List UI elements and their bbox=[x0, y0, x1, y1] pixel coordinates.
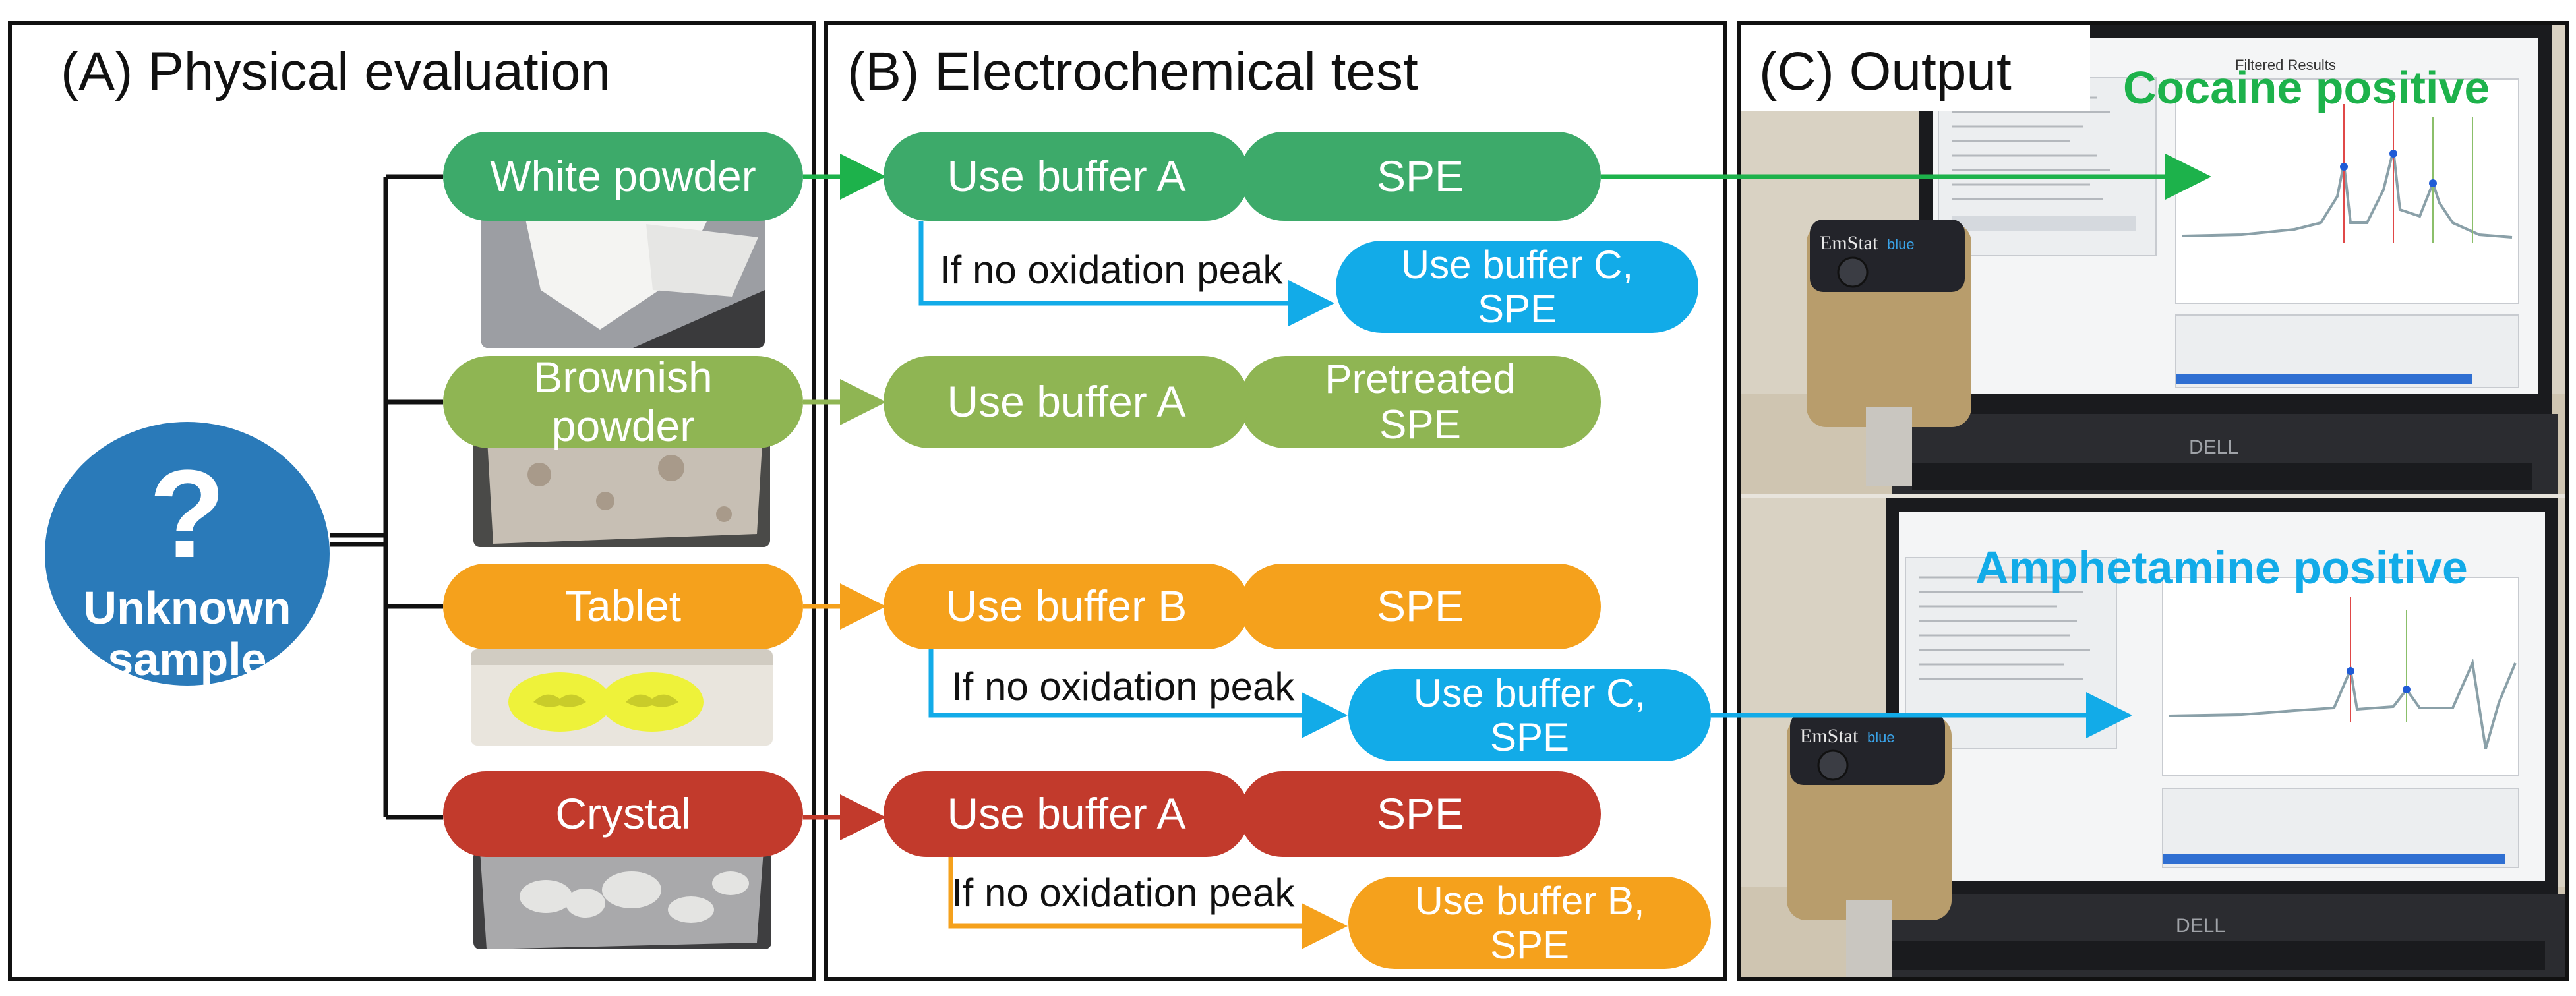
fallback-elbow-4 bbox=[948, 857, 1348, 949]
yellow-tablets-photo bbox=[471, 649, 773, 746]
unknown-sample-node: ? Unknown sample bbox=[45, 422, 330, 686]
electrode-spe-row1: SPE bbox=[1240, 132, 1601, 221]
condition-no-peak-row4: If no oxidation peak bbox=[951, 871, 1295, 915]
panel-c-title-backdrop bbox=[1741, 25, 2090, 111]
device-brand-bottom: EmStat bbox=[1800, 725, 1859, 747]
panel-b-title: (B) Electrochemical test bbox=[847, 42, 1418, 102]
condition-no-peak-row1: If no oxidation peak bbox=[940, 248, 1283, 292]
fallback-elbow-3 bbox=[928, 649, 1348, 738]
question-mark-icon: ? bbox=[148, 444, 226, 584]
svg-text:blue: blue bbox=[1867, 729, 1895, 746]
laptop-emstat-photo-bottom: DELL EmStat blue bbox=[1741, 498, 2565, 977]
fallback-elbow-1 bbox=[918, 221, 1334, 326]
result-label-cocaine: Cocaine positive bbox=[2123, 62, 2490, 113]
panel-a-title: (A) Physical evaluation bbox=[61, 42, 611, 102]
result-label-amphetamine: Amphetamine positive bbox=[1975, 542, 2468, 593]
emstat-device-bottom: EmStat blue bbox=[1787, 713, 1952, 977]
panel-c-title: (C) Output bbox=[1759, 42, 2012, 102]
crystal-photo bbox=[473, 850, 771, 949]
fallback-buffer-c-row3: Use buffer C, SPE bbox=[1348, 669, 1711, 761]
fallback-buffer-c-row1: Use buffer C, SPE bbox=[1336, 241, 1698, 333]
electrode-spe-row3: SPE bbox=[1240, 564, 1601, 649]
laptop-brand-top: DELL bbox=[2189, 436, 2238, 458]
buffer-a-row4: Use buffer A bbox=[884, 771, 1249, 857]
laptop-emstat-photo-top: Filtered Results DELL EmStat blue bbox=[1741, 25, 2565, 494]
unknown-sample-line2: sample bbox=[107, 633, 267, 685]
white-powder-photo bbox=[481, 198, 765, 348]
buffer-a-row2: Use buffer A bbox=[884, 356, 1249, 448]
svg-text:blue: blue bbox=[1887, 236, 1915, 252]
device-brand-top: EmStat bbox=[1820, 232, 1878, 254]
emstat-device-top: EmStat blue bbox=[1807, 220, 1971, 486]
sample-brownish-powder: Brownish powder bbox=[443, 353, 803, 450]
electrode-spe-row4: SPE bbox=[1240, 771, 1601, 857]
unknown-sample-line1: Unknown bbox=[83, 582, 291, 633]
fallback-buffer-b-row4: Use buffer B, SPE bbox=[1348, 877, 1711, 969]
sample-crystal: Crystal bbox=[443, 771, 803, 857]
screen-heading: Filtered Results bbox=[2235, 57, 2336, 73]
buffer-a-row1: Use buffer A bbox=[884, 132, 1249, 221]
sample-white-powder: White powder bbox=[443, 132, 803, 221]
electrode-pretreated-spe: Pretreated SPE bbox=[1240, 356, 1601, 448]
sample-tablet: Tablet bbox=[443, 564, 803, 649]
buffer-b-row3: Use buffer B bbox=[884, 564, 1249, 649]
laptop-brand-bottom: DELL bbox=[2176, 915, 2225, 937]
condition-no-peak-row3: If no oxidation peak bbox=[951, 664, 1295, 709]
